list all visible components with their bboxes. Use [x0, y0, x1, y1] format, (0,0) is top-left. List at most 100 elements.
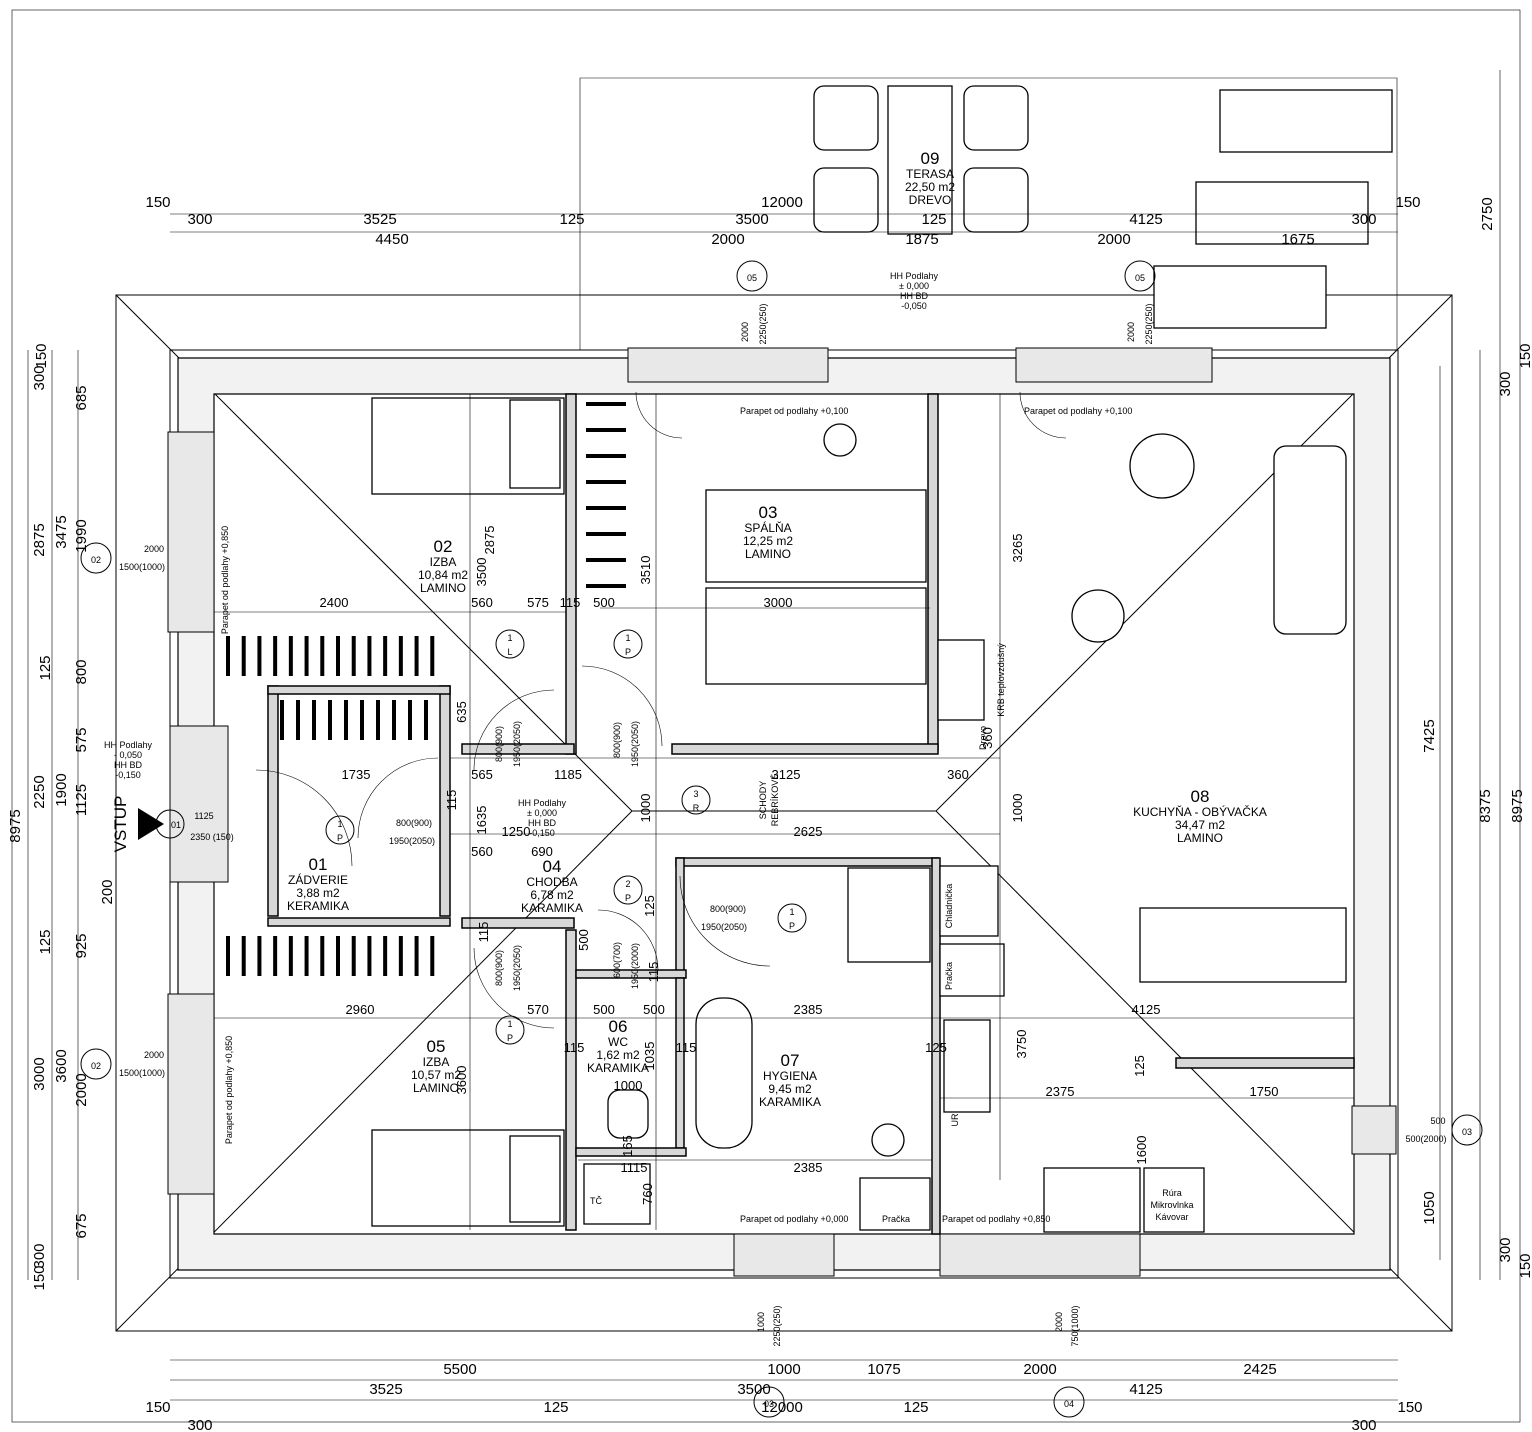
dimension: 2425 [1243, 1361, 1276, 1378]
dimension: 125 [921, 211, 946, 228]
dimension: 1000 [1010, 794, 1025, 823]
door-tag: 2 [625, 879, 630, 889]
door-height: 1950(2050) [630, 721, 640, 767]
room-name: IZBA [430, 555, 457, 569]
wardrobe-bar [586, 402, 626, 406]
fireplace [937, 639, 985, 721]
window-05-b [1015, 347, 1213, 383]
oven-label: Rúra [1162, 1188, 1182, 1198]
door-size: 1125 [194, 811, 213, 821]
dimension: 1000 [767, 1361, 800, 1378]
room-area: 10,57 m2 [411, 1068, 461, 1082]
room-number: 07 [781, 1051, 800, 1070]
window-width: 2000 [144, 1050, 164, 1060]
dimension: 360 [980, 727, 995, 749]
room-floor: KERAMIKA [287, 899, 349, 913]
dimension: 2625 [794, 824, 823, 839]
level-note: HH Podlahy [518, 798, 567, 808]
dimension: 4450 [375, 231, 408, 248]
wardrobe-bar [257, 936, 262, 976]
washer-label: Pračka [944, 962, 954, 990]
level-note: -0,050 [901, 301, 927, 311]
wardrobe-bar [273, 936, 278, 976]
window-tag: 05 [747, 273, 757, 283]
wardrobe-bar [398, 936, 403, 976]
window-sill-note: Parapet od podlahy +0,850 [224, 1036, 234, 1144]
dimension: 2000 [1097, 231, 1130, 248]
door-tag: 01 [171, 820, 181, 830]
room-floor: KARAMIKA [521, 901, 583, 915]
level-note: ± 0,000 [899, 281, 929, 291]
dimension: 115 [564, 1040, 585, 1055]
dimension: 560 [471, 595, 493, 610]
room-number: 06 [609, 1017, 628, 1036]
sunbed-1 [1219, 89, 1393, 153]
room-area: 22,50 m2 [905, 180, 955, 194]
wardrobe-bar [430, 936, 435, 976]
wardrobe-bar [424, 700, 428, 740]
dimension: 2960 [346, 1002, 375, 1017]
room-floor: KARAMIKA [587, 1061, 649, 1075]
entry-label: VSTUP [111, 796, 130, 853]
window-tag: 03 [1462, 1127, 1472, 1137]
door-swing-side: P [625, 647, 631, 657]
dimension: 635 [454, 701, 469, 723]
ur-label: UR [950, 1113, 960, 1126]
toilet-wc [607, 1089, 649, 1139]
dimension: 5500 [443, 1361, 476, 1378]
dimension: 1250 [502, 824, 531, 839]
door-size: 800(900) [710, 904, 746, 914]
dimension: 115 [476, 922, 491, 943]
washer-hygiene [859, 1177, 931, 1231]
dimension: 3525 [363, 211, 396, 228]
dimension: 2375 [1046, 1084, 1075, 1099]
dimension: 800 [73, 659, 90, 684]
wardrobe-bar [586, 428, 626, 432]
dimension: 3500 [474, 558, 489, 587]
dimension: 300 [1497, 371, 1514, 396]
dimension: 3600 [53, 1049, 70, 1082]
room-area: 3,88 m2 [296, 886, 340, 900]
door-height: 1950(2050) [512, 945, 522, 991]
room-floor: LAMINO [413, 1081, 459, 1095]
dimension: 760 [640, 1183, 655, 1205]
dimension: 1635 [474, 806, 489, 835]
dimension: 115 [646, 962, 661, 983]
entry-door-frame [169, 725, 229, 883]
dimension: 560 [471, 844, 493, 859]
frame [11, 9, 1521, 1423]
wardrobe-bar [312, 700, 316, 740]
door-swing-side: L [507, 647, 512, 657]
room-name: SPÁLŇA [744, 520, 791, 535]
dimension: 1125 [73, 784, 90, 816]
dimension: 8975 [7, 809, 24, 842]
wardrobe-bar [320, 936, 325, 976]
wardrobe-bar [586, 506, 626, 510]
fridge [939, 865, 999, 937]
wardrobe-bar [383, 636, 388, 676]
wardrobe-bar [586, 532, 626, 536]
dimension: 300 [187, 1417, 212, 1432]
door-swing-side: P [625, 893, 631, 903]
dimension: 150 [31, 1265, 48, 1290]
window-sill-note: Parapet od podlahy +0,850 [220, 526, 230, 634]
dimension: 150 [33, 343, 50, 368]
bed-room-03-b [705, 587, 927, 685]
dimension: 8375 [1477, 789, 1494, 822]
room-floor: DREVO [909, 193, 952, 207]
door-swing-side: P [507, 1033, 513, 1043]
window-height: 1500(1000) [119, 1068, 165, 1078]
dimension: 500 [593, 1002, 615, 1017]
wardrobe-bar [320, 636, 325, 676]
dimension: 1050 [1421, 1191, 1438, 1224]
wardrobe-bar [408, 700, 412, 740]
dimension: 575 [527, 595, 549, 610]
window-width: 2000 [1126, 322, 1136, 342]
level-note: - 0,050 [114, 750, 142, 760]
dimension: 12000 [761, 194, 803, 211]
toilet-hygiene [871, 1123, 905, 1157]
dimension: 2250 [31, 775, 48, 808]
dimension: 4125 [1129, 1381, 1162, 1398]
room-number: 04 [543, 857, 562, 876]
